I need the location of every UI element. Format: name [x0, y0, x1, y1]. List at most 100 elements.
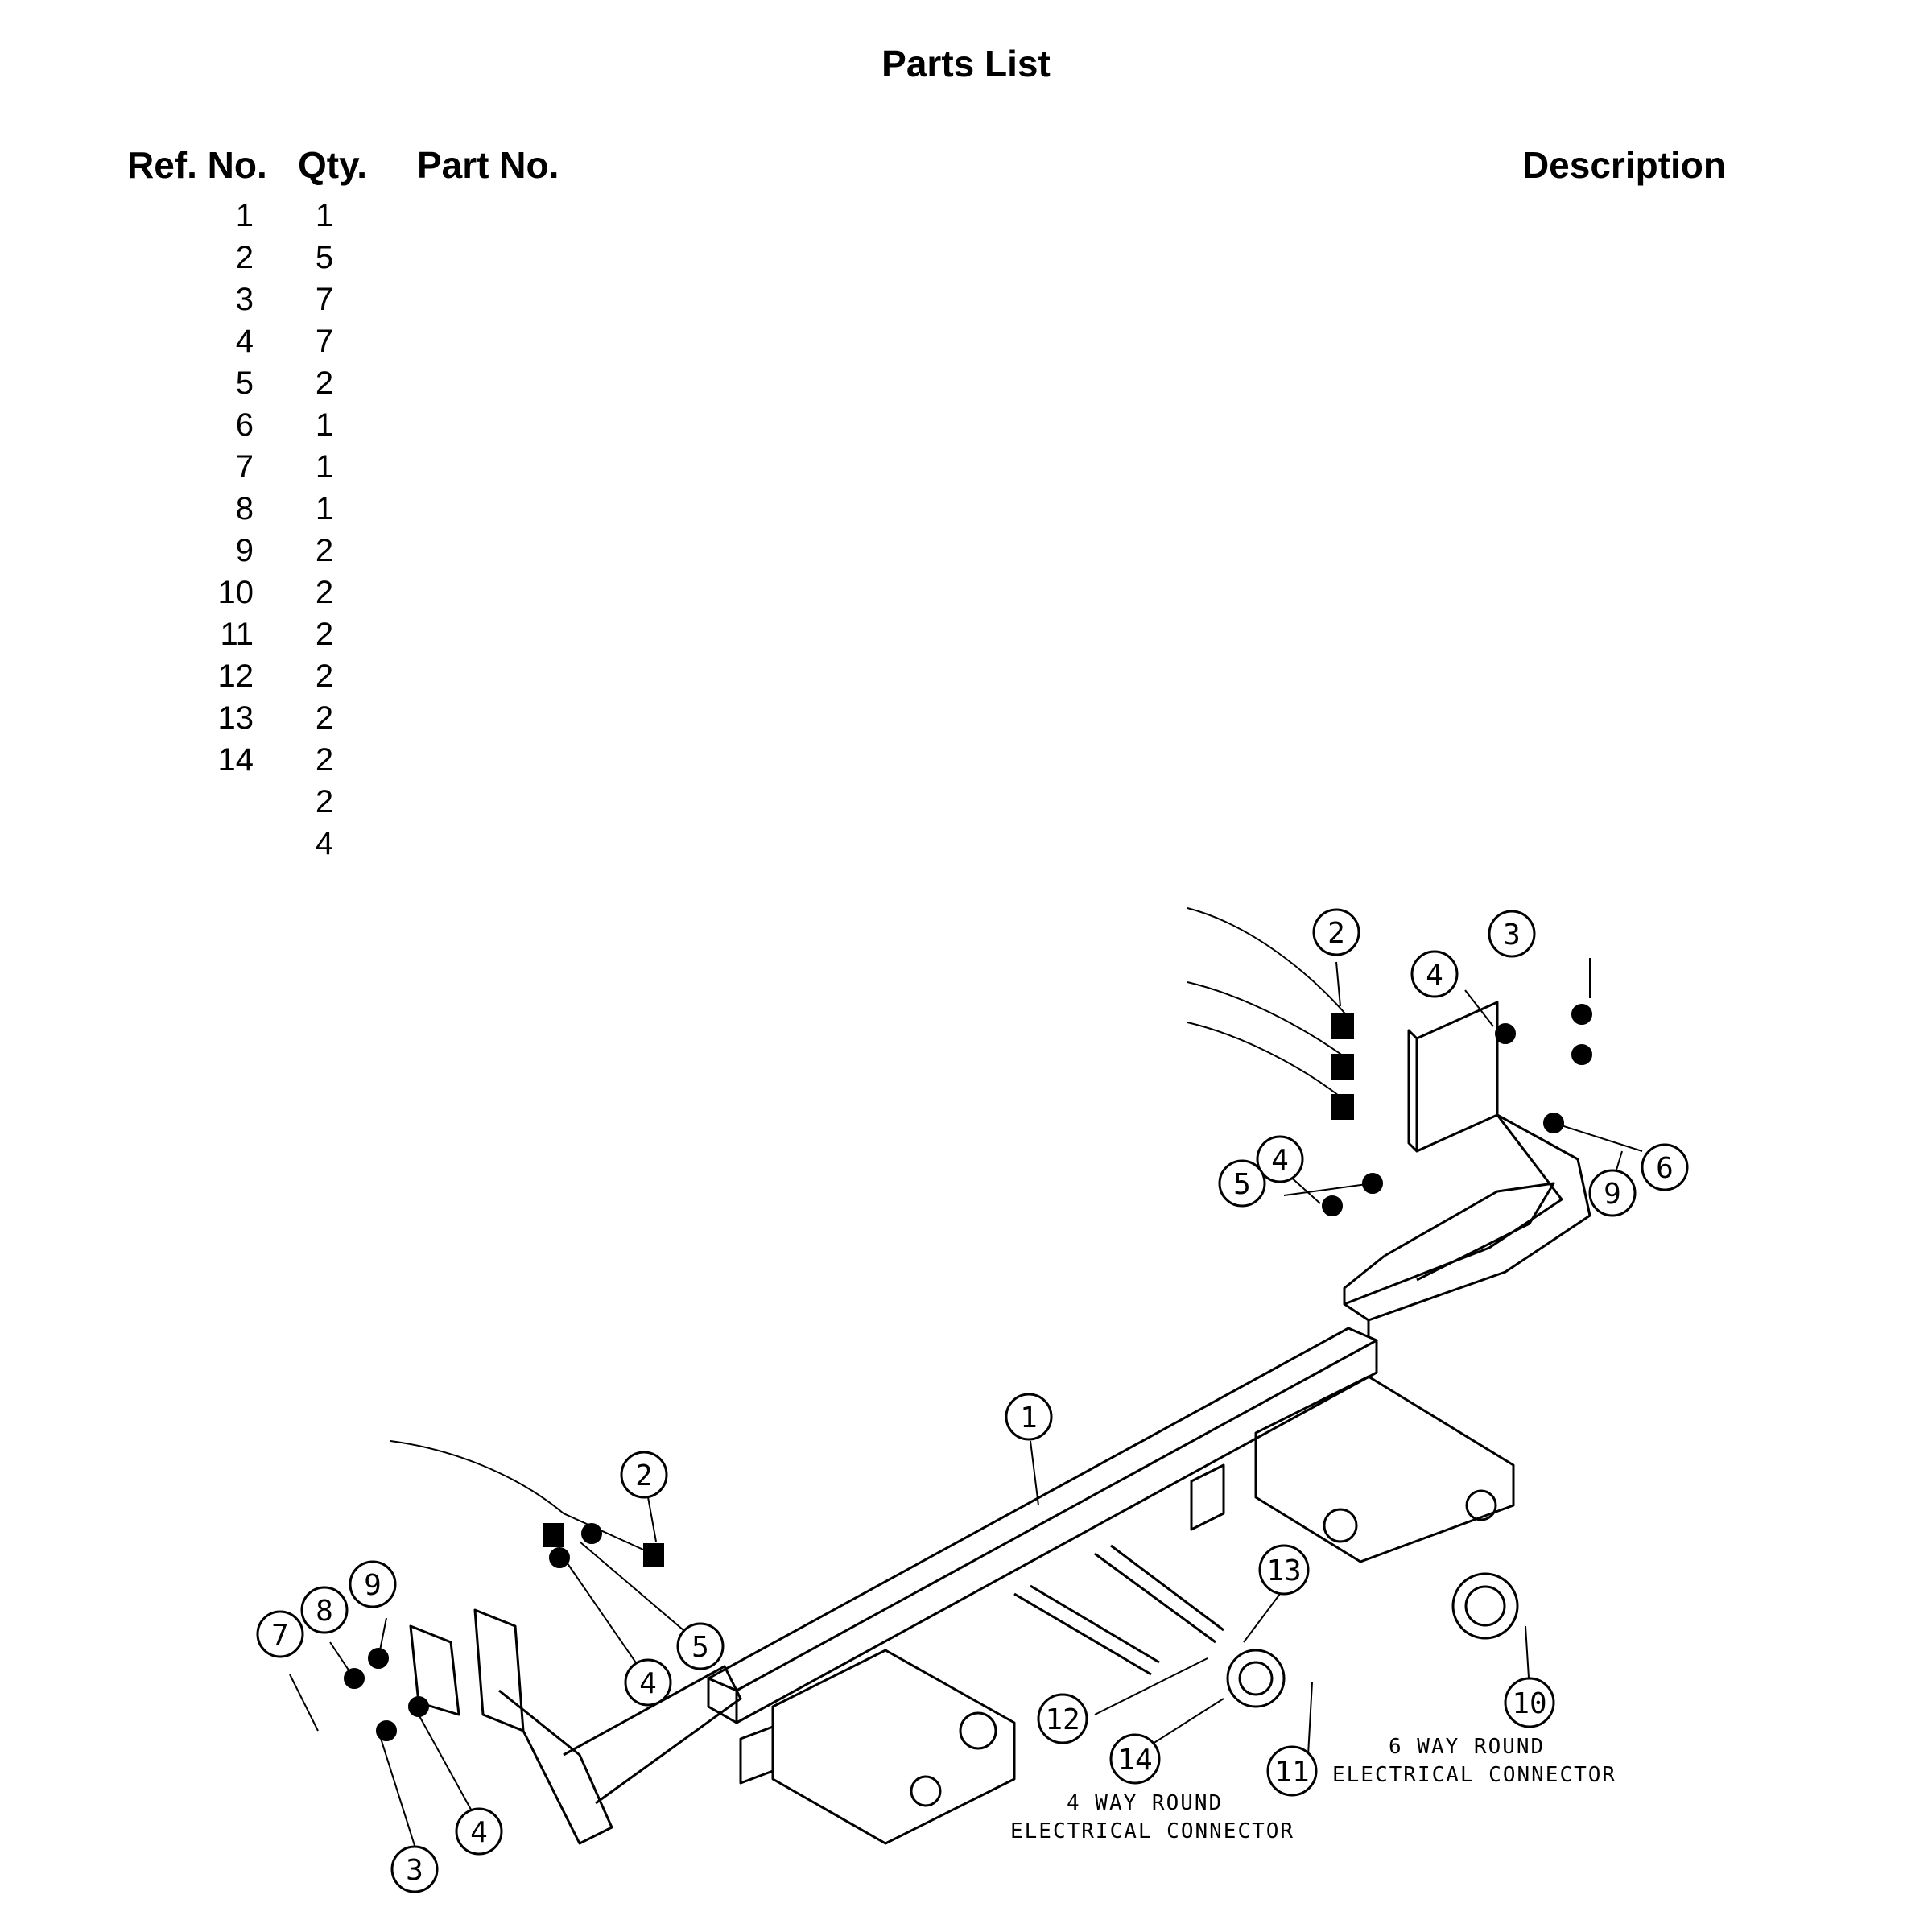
ref-number: 1: [235, 198, 254, 233]
quantity: 1: [315, 449, 334, 485]
callout-3-bottom: 3: [390, 1845, 439, 1893]
callout-11: 11: [1266, 1745, 1318, 1797]
callout-7-label: 7: [271, 1619, 289, 1652]
ref-number: 2: [235, 240, 254, 275]
quantity: 1: [315, 198, 334, 233]
ref-number: 5: [235, 365, 254, 401]
callout-1: 1: [1005, 1393, 1053, 1441]
callout-12: 12: [1037, 1693, 1088, 1744]
callout-13: 13: [1258, 1544, 1310, 1596]
callout-2-left: 2: [620, 1451, 668, 1499]
ref-number: 6: [235, 407, 254, 443]
six-way-connector: [1451, 1572, 1519, 1640]
quantity: 1: [315, 491, 334, 526]
table-row: 2226-0046Baseplate Safety Cable, 36" CL …: [0, 781, 1932, 823]
callout-3-top: 3: [1488, 910, 1536, 958]
fasteners: [344, 1004, 1592, 1741]
callout-5-top-label: 5: [1233, 1168, 1251, 1201]
table-row: 81203-01028MM Lock Washer, ZP: [0, 488, 1932, 530]
table-row: 2561-52083/8" Nut Plate, with Wire: [0, 237, 1932, 279]
safety-cables: [390, 907, 1353, 1554]
four-way-label-line2: ELECTRICAL CONNECTOR: [1010, 1819, 1294, 1843]
quantity: 2: [315, 700, 334, 736]
left-mount-frame: [498, 1689, 613, 1845]
ref-number: 9: [235, 533, 254, 568]
quantity: 2: [315, 742, 334, 778]
callout-13-label: 13: [1266, 1554, 1301, 1587]
connector-labels: 4 WAY ROUND ELECTRICAL CONNECTOR 6 WAY R…: [1010, 1735, 1616, 1843]
quantity: 5: [315, 240, 334, 275]
callout-6: 6: [1641, 1143, 1689, 1191]
six-way-label-line1: 6 WAY ROUND: [1389, 1735, 1545, 1759]
header-qty: Qty.: [298, 144, 368, 186]
header-part: Part No.: [417, 144, 559, 186]
quantity: 1: [315, 407, 334, 443]
table-row: 122203-0054#10 Lock Washer: [0, 655, 1932, 697]
table-row: 102201-0979#12-14 x 1" Self Drilling Scr…: [0, 572, 1932, 613]
table-row: 142101-5822Adapter, 4 Way Connector: [0, 739, 1932, 781]
callout-4-left: 4: [624, 1658, 672, 1707]
ref-number: 10: [217, 575, 254, 610]
table-row: 47203-00103/8 Lock Washer, ZP: [0, 320, 1932, 362]
table-row: 71201-04468MM-1.25 x 30MM Hex Bolt, Grd …: [0, 446, 1932, 488]
callout-5-left: 5: [676, 1622, 724, 1670]
ref-number: 11: [220, 617, 254, 652]
table-row: 61201-06556MM-1 x 30MM Hex Bolt, Grd 8.8…: [0, 404, 1932, 446]
callout-3-top-label: 3: [1503, 919, 1521, 952]
right-mount-plate: [1415, 1001, 1499, 1153]
callout-bubbles: 1 2 2 3 3 4 4 4 4 5 5 6 7 8 9 9 10 11 12…: [256, 908, 1689, 1893]
quantity: 2: [315, 784, 334, 819]
callout-4-bottom: 4: [455, 1807, 503, 1856]
callout-1-label: 1: [1020, 1402, 1038, 1435]
callout-2-top-label: 2: [1327, 917, 1345, 950]
ref-number: 4: [235, 324, 254, 359]
callout-14: 14: [1109, 1733, 1161, 1785]
callout-9-left: 9: [349, 1560, 397, 1608]
callout-4-top: 4: [1410, 950, 1459, 998]
right-mount-arm: [1343, 1113, 1591, 1322]
six-way-label-line2: ELECTRICAL CONNECTOR: [1332, 1763, 1616, 1787]
base-plate-drawing: [409, 1001, 1591, 1845]
callout-6-label: 6: [1656, 1152, 1674, 1185]
callout-3-bottom-label: 3: [406, 1854, 423, 1887]
quantity: 7: [315, 324, 334, 359]
connectors: [1226, 1572, 1519, 1708]
callout-4-top-label: 4: [1426, 959, 1443, 992]
table-row: 132201-0192#10-32 x 1/2 Slot, Rd. Hd. Sc…: [0, 697, 1932, 739]
callout-14-label: 14: [1117, 1744, 1152, 1777]
callout-7: 7: [256, 1610, 304, 1658]
quantity: 2: [315, 575, 334, 610]
ref-number: 13: [217, 700, 254, 736]
quantity: 7: [315, 282, 334, 317]
right-receiver: [1254, 1375, 1515, 1563]
table-row: 37201-04403/8-16 x 1 1/2 Bolt, Grd. 5, Z…: [0, 279, 1932, 320]
quantity: 4: [315, 826, 334, 861]
page-title: Parts List: [881, 43, 1051, 85]
ref-number: 8: [235, 491, 254, 526]
callout-9-left-label: 9: [364, 1569, 382, 1602]
ref-number: 14: [217, 742, 254, 778]
table-row: 92203-00011/4 Flat Washer, ZP: [0, 530, 1932, 572]
callout-4-bottom-label: 4: [470, 1816, 488, 1849]
callout-8-label: 8: [316, 1595, 333, 1628]
callout-9-right: 9: [1588, 1169, 1637, 1217]
callout-11-label: 11: [1274, 1756, 1309, 1789]
parts-rows: 1161-5984Weldment, Base Plate, BX2234256…: [0, 195, 1932, 865]
callout-9-right-label: 9: [1604, 1178, 1621, 1211]
four-way-connector: [1226, 1649, 1286, 1708]
callout-4-left-label: 4: [639, 1667, 657, 1700]
callout-2-top: 2: [1312, 908, 1360, 956]
callout-5-top: 5: [1218, 1159, 1266, 1208]
quantity: 2: [315, 658, 334, 694]
ref-number: 12: [217, 658, 254, 694]
callout-8: 8: [300, 1586, 349, 1634]
ref-number: 3: [235, 282, 254, 317]
table-row: 52202-00033/8-16 Hex Nut, ZP: [0, 362, 1932, 404]
quantity: 2: [315, 533, 334, 568]
ref-number: 7: [235, 449, 254, 485]
table-row: 4229-0359Quicklink, 3/8, ZP (Not Shown): [0, 823, 1932, 865]
table-row: 112202-0047#10-32 Hex Nut: [0, 613, 1932, 655]
header-description: Description: [1521, 144, 1726, 186]
callout-5-left-label: 5: [691, 1631, 709, 1664]
